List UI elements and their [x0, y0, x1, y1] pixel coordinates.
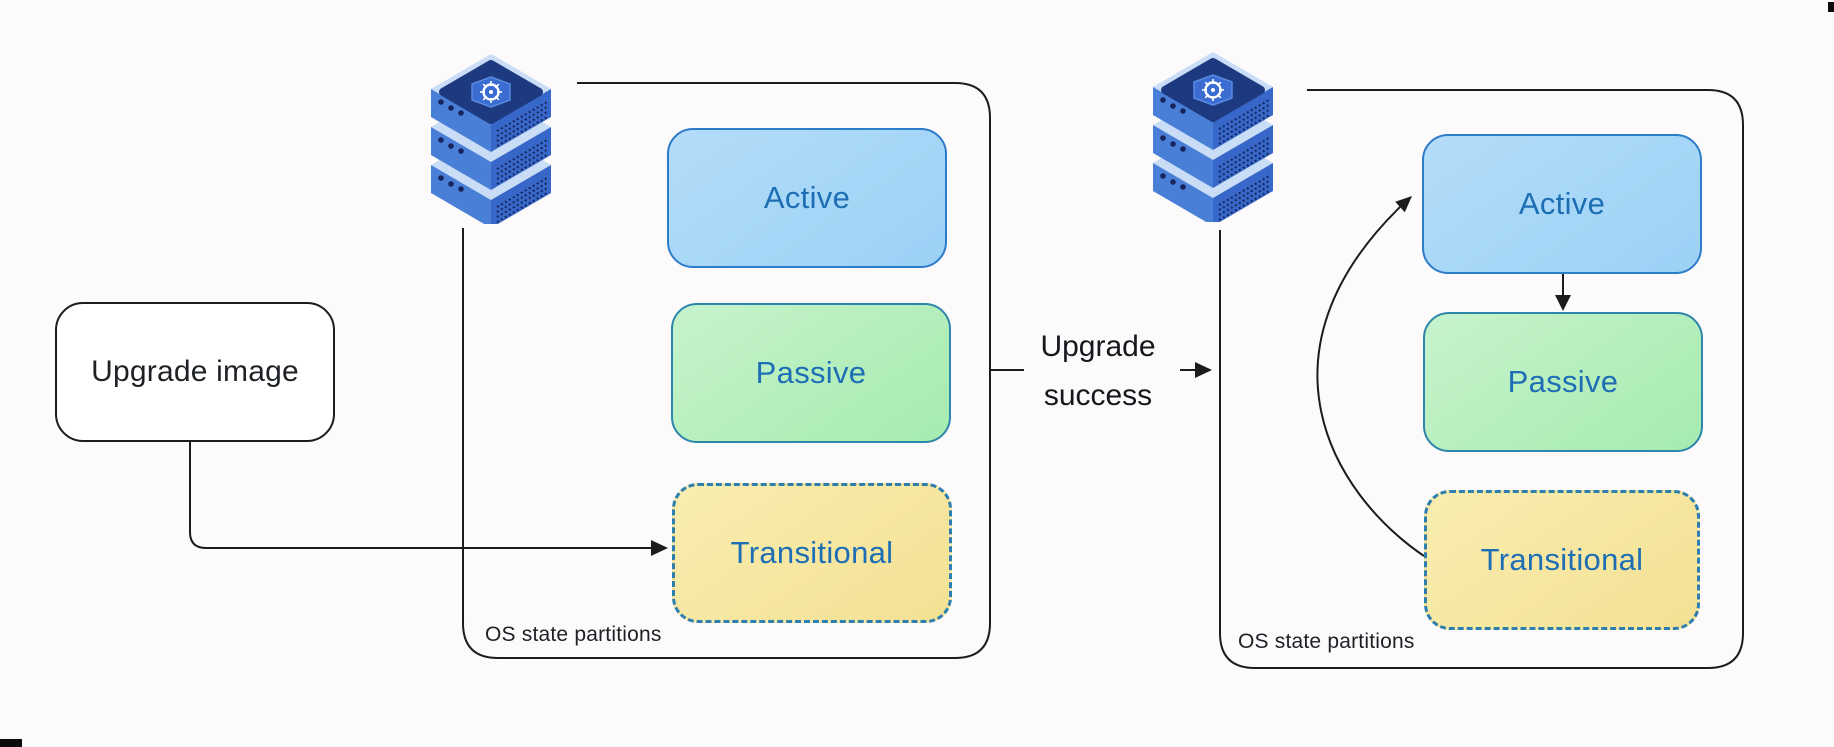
after-cluster-caption: OS state partitions — [1238, 630, 1415, 653]
after-cluster-container — [1219, 89, 1744, 669]
screen-artifact — [1828, 2, 1834, 12]
before-cluster-caption: OS state partitions — [485, 623, 662, 646]
partition-label: Passive — [755, 355, 867, 390]
arrowhead — [651, 540, 668, 556]
arrowhead — [1555, 295, 1571, 311]
partition-passive-after: Passive — [1423, 312, 1703, 452]
partition-transitional-after: Transitional — [1424, 490, 1700, 630]
partition-active-after: Active — [1422, 134, 1702, 274]
partition-transitional-before: Transitional — [672, 483, 952, 623]
partition-label: Active — [1518, 186, 1606, 221]
kubernetes-server-stack-icon — [421, 46, 561, 224]
arrowhead — [1195, 362, 1212, 378]
transitional-to-active-arrow — [1316, 206, 1425, 557]
partition-label: Passive — [1507, 364, 1619, 399]
upgrade-success-line1: Upgrade — [1040, 330, 1156, 363]
upgrade-image-node: Upgrade image — [55, 302, 335, 442]
before-cluster-container — [462, 82, 991, 659]
partition-label: Active — [763, 180, 851, 215]
screen-artifact — [0, 739, 22, 747]
upgrade-success-label: Upgrade success — [1008, 322, 1188, 420]
arrowhead — [1395, 196, 1412, 213]
partition-label: Transitional — [1480, 542, 1644, 577]
upgrade-image-label: Upgrade image — [91, 355, 299, 388]
partition-passive-before: Passive — [671, 303, 951, 443]
upgrade-image-to-transitional-arrow — [189, 442, 654, 549]
partition-active-before: Active — [667, 128, 947, 268]
kubernetes-server-stack-icon — [1143, 44, 1283, 222]
upgrade-success-line2: success — [1043, 379, 1153, 412]
partition-label: Transitional — [730, 535, 894, 570]
